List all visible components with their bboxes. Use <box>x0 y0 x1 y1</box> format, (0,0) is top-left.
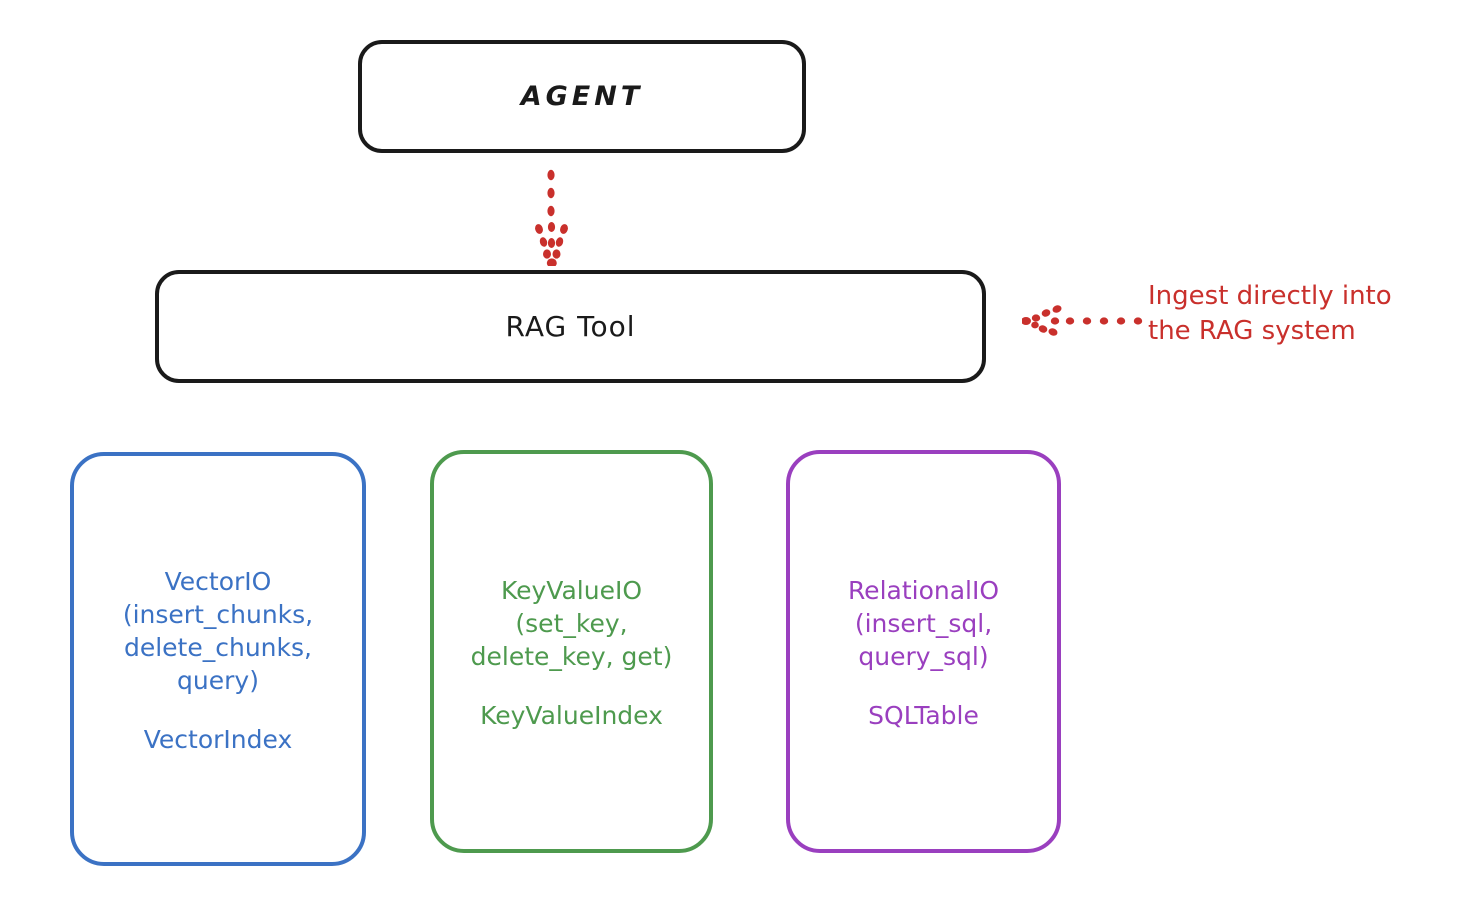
node-relational-io-table-label: SQLTable <box>868 700 979 730</box>
edge-agent-to-rag-tool-arrow <box>535 169 568 266</box>
node-rag-tool-label: RAG Tool <box>505 310 636 343</box>
node-relational-io-label: RelationalIO (insert_sql, query_sql) <box>847 575 1000 671</box>
node-vector-io-label: VectorIO (insert_chunks, delete_chunks, … <box>122 566 314 695</box>
node-key-value-io[interactable]: KeyValueIO (set_key, delete_key, get) Ke… <box>430 450 713 853</box>
node-rag-tool[interactable]: RAG Tool <box>155 270 986 383</box>
edge-ingest-to-rag-tool-arrow <box>1022 305 1143 336</box>
node-agent[interactable]: AGENT <box>358 40 806 153</box>
node-vector-io-index-label: VectorIndex <box>143 724 293 754</box>
node-relational-io[interactable]: RelationalIO (insert_sql, query_sql) SQL… <box>786 450 1061 853</box>
node-agent-label: AGENT <box>520 81 644 112</box>
annotation-ingest-note: Ingest directly into the RAG system <box>1148 281 1392 347</box>
node-vector-io[interactable]: VectorIO (insert_chunks, delete_chunks, … <box>70 452 366 866</box>
node-key-value-io-index-label: KeyValueIndex <box>480 700 663 730</box>
node-key-value-io-label: KeyValueIO (set_key, delete_key, get) <box>470 575 673 671</box>
